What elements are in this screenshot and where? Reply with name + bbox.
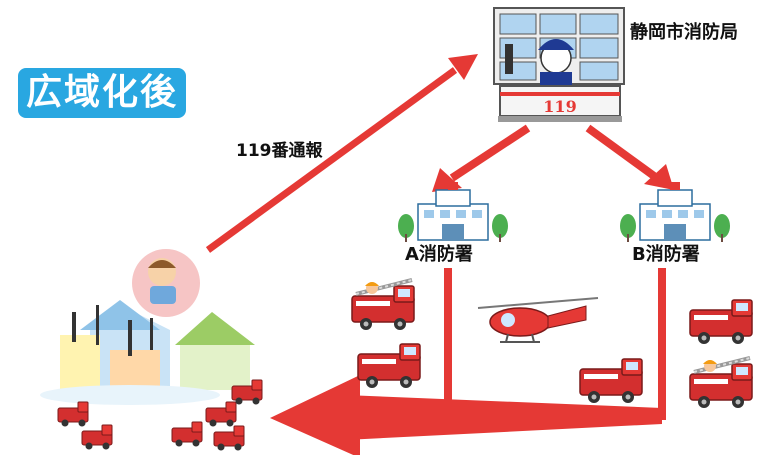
dispatch-arrow-a	[432, 124, 531, 192]
hq-119-sign: 119	[543, 97, 576, 116]
dispatch-arrow-b	[585, 124, 674, 190]
station-a-building	[397, 181, 509, 243]
incident-scene	[40, 249, 263, 451]
station-b-name: B消防署	[632, 244, 700, 265]
ladder-truck-a	[352, 280, 414, 330]
pumper-truck-a	[357, 343, 421, 389]
fire-hq-name: 静岡市消防局	[630, 22, 738, 43]
emergency-call-label: 119番通報	[236, 141, 323, 161]
pumper-truck-b1	[579, 358, 643, 404]
dispatch-return-arrow	[270, 268, 666, 455]
ladder-truck-b	[690, 358, 752, 408]
rescue-helicopter	[477, 297, 599, 343]
station-a-name: A消防署	[405, 244, 473, 265]
after-wide-area-badge: 広域化後	[18, 68, 186, 118]
pumper-truck-b2	[689, 299, 753, 345]
station-b-building	[619, 181, 731, 243]
emergency-call-arrow	[205, 54, 478, 253]
fire-hq-command-center	[493, 7, 625, 122]
